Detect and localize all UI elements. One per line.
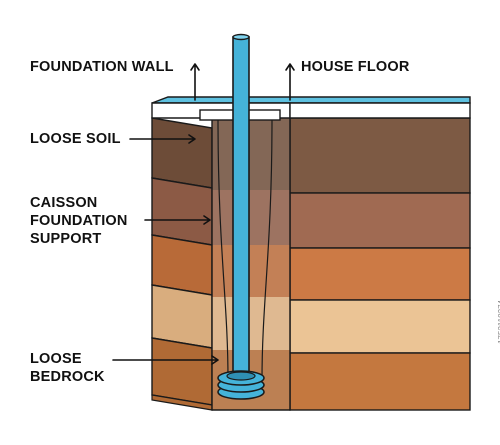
soil-layer-front-4 xyxy=(289,299,471,354)
pipe-top xyxy=(232,33,250,41)
shaft-segment-4 xyxy=(212,297,290,350)
loose-bedrock-arrow xyxy=(112,355,219,365)
soil-layer-side-4 xyxy=(151,284,213,349)
shaft-segment-1 xyxy=(212,118,290,190)
house-floor-label: HOUSE FLOOR xyxy=(301,59,410,75)
coil-center xyxy=(226,371,256,381)
caisson-pipe xyxy=(232,33,250,378)
shaft-segment-3 xyxy=(212,245,290,297)
caisson-foundation-support-label: CAISSON FOUNDATION SUPPORT xyxy=(30,195,128,247)
floor-right-edge xyxy=(289,102,471,119)
soil-layers-side xyxy=(151,117,213,411)
soil-layer-front-1 xyxy=(289,117,471,194)
soil-layers-front xyxy=(289,117,471,411)
shaft-outline xyxy=(211,118,291,411)
loose-soil-arrow xyxy=(129,134,196,144)
shaft-wall-2 xyxy=(261,117,273,381)
shaft-segment-2 xyxy=(212,190,290,245)
soil-layer-side-2 xyxy=(151,177,213,246)
soil-layer-front-3 xyxy=(289,247,471,301)
soil-layer-front-2 xyxy=(289,192,471,249)
foundation-wall-label: FOUNDATION WALL xyxy=(30,59,174,75)
loose-bedrock-label: LOOSE BEDROCK xyxy=(30,351,105,385)
house-floor-arrow xyxy=(285,63,295,101)
soil-layer-side-5 xyxy=(151,337,213,406)
bedrock-anchor-coil xyxy=(217,370,265,400)
shaft-wall-1 xyxy=(217,117,229,381)
floor-top-surface xyxy=(151,96,471,104)
caisson-shaft xyxy=(211,117,291,411)
caisson-support-arrow xyxy=(144,215,211,225)
soil-layer-side-1 xyxy=(151,117,213,189)
foundation-wall-arrow xyxy=(190,63,200,101)
house-floor-slab xyxy=(151,96,471,121)
leader-arrows xyxy=(112,63,295,365)
loose-soil-label: LOOSE SOIL xyxy=(30,131,121,147)
pipe-body xyxy=(232,36,250,378)
soil-layer-front-5 xyxy=(289,352,471,411)
